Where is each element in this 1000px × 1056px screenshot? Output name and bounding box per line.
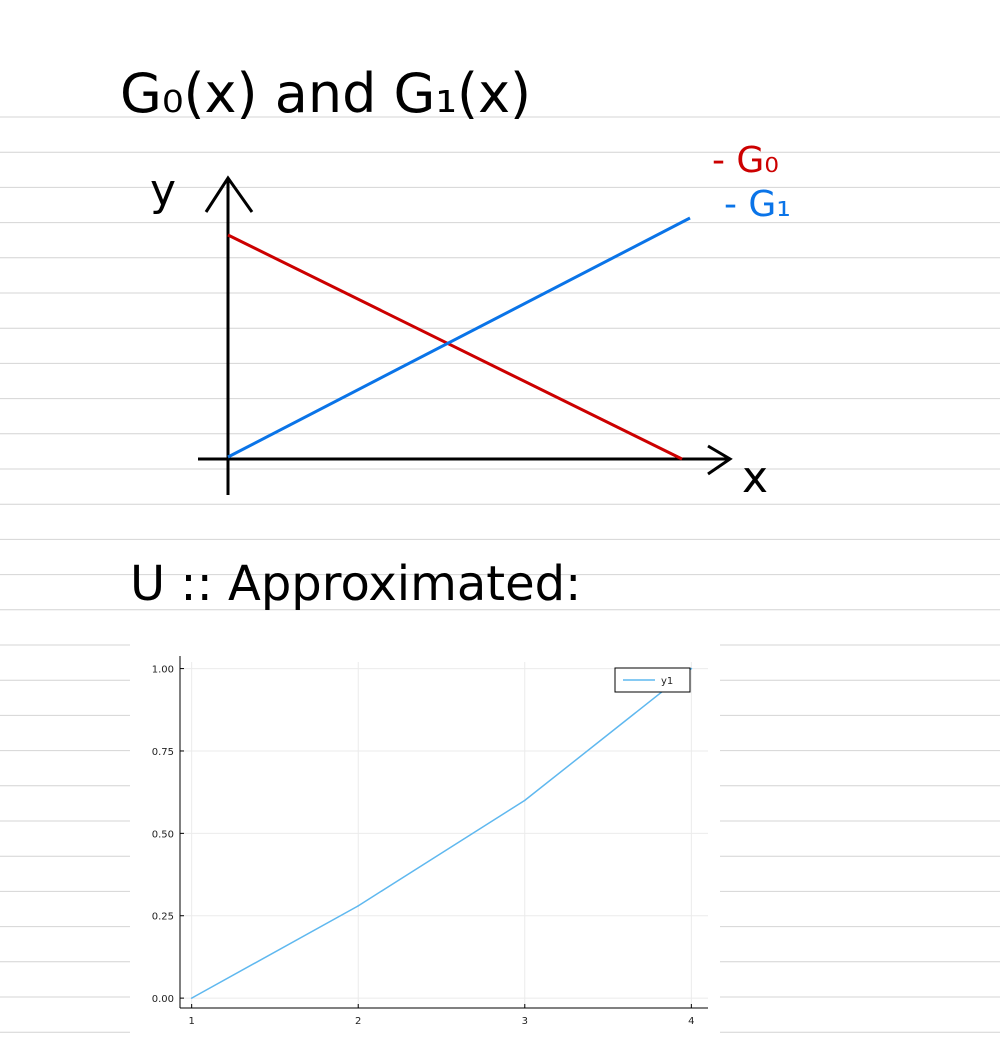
- y-tick-label: 0.75: [152, 747, 174, 758]
- sketch-y-label: y: [150, 165, 176, 216]
- legend-g0: - G₀: [712, 140, 779, 181]
- page-heading: G₀(x) and G₁(x): [120, 62, 531, 125]
- x-tick-label: 3: [522, 1016, 528, 1027]
- x-axis-arrowhead: [707, 444, 733, 476]
- data-point: [690, 667, 693, 670]
- series-line-y1: [191, 668, 692, 999]
- y-tick-label: 1.00: [152, 665, 174, 676]
- legend-g1: - G₁: [724, 184, 791, 225]
- plot-panel: 1 2 3 4 0.00 0.25 0.50 0.75 1.00 y1: [130, 640, 720, 1045]
- g0-line: [227, 233, 683, 461]
- y-tick-label: 0.00: [152, 994, 174, 1005]
- y-tick-label: 0.50: [152, 829, 174, 840]
- x-tick-label: 2: [355, 1016, 361, 1027]
- data-point: [357, 905, 360, 907]
- legend-label: y1: [661, 676, 673, 687]
- approximated-heading: U :: Approximated:: [130, 556, 581, 612]
- y-tick-label: 0.25: [152, 912, 174, 923]
- handwritten-sketch: G₀(x) and G₁(x) y x - G₀ - G₁ U :: Appro…: [120, 62, 791, 612]
- data-point: [190, 997, 193, 999]
- x-tick-label: 1: [188, 1016, 194, 1027]
- x-tick-label: 4: [688, 1016, 694, 1027]
- y-axis-arrowhead: [204, 175, 254, 213]
- g1-line: [227, 216, 691, 459]
- data-point: [523, 799, 526, 802]
- sketch-x-label: x: [742, 452, 768, 503]
- line-chart: 1 2 3 4 0.00 0.25 0.50 0.75 1.00 y1: [152, 656, 708, 1027]
